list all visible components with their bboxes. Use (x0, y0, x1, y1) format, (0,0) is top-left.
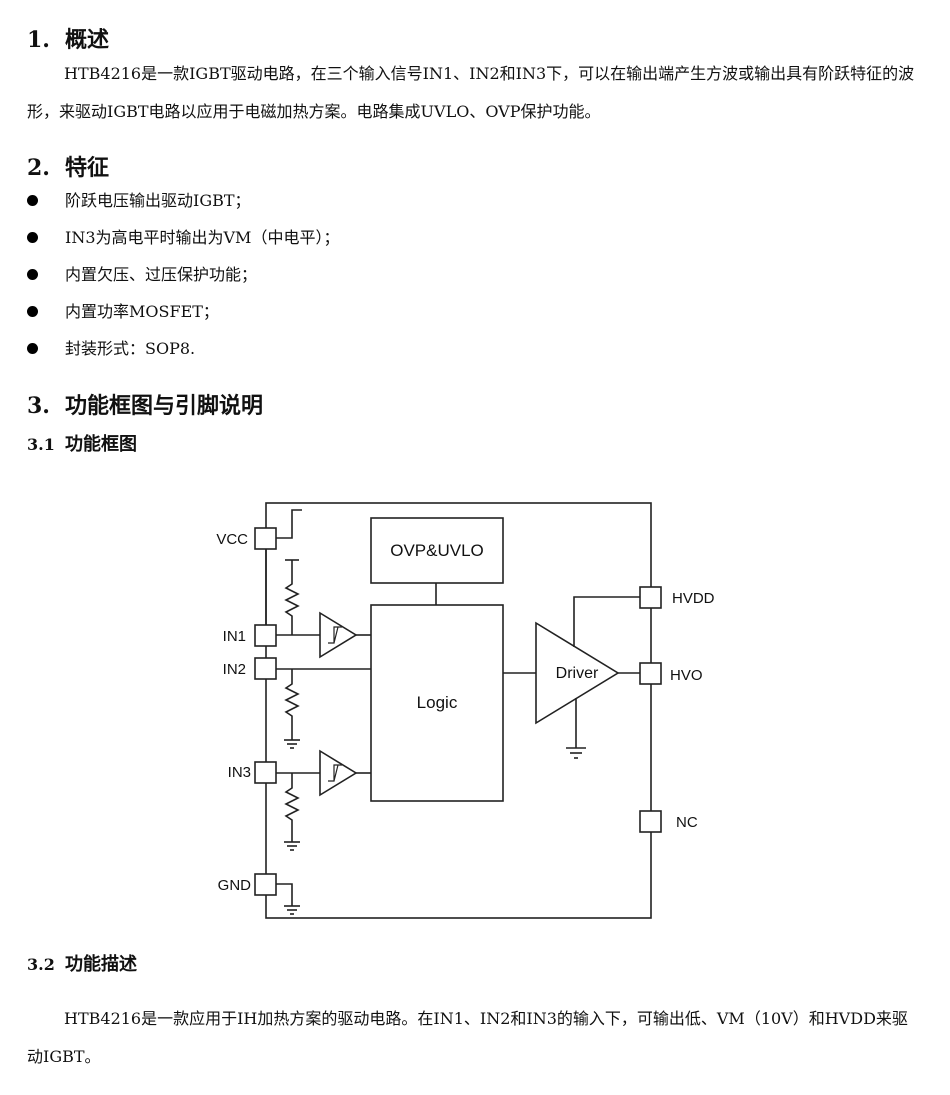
list-item-text: 内置欠压、过压保护功能； (65, 265, 258, 284)
list-item: 阶跃电压输出驱动IGBT； (27, 186, 339, 223)
section-number: 3.2 (27, 955, 55, 974)
pin-nc (639, 810, 662, 833)
chip-outline (265, 502, 652, 919)
bullet-icon (27, 232, 38, 243)
pin-hvdd (639, 586, 662, 609)
section-3-2-heading: 3.2 功能描述 (27, 950, 137, 976)
logic-block (370, 604, 504, 802)
buffer-in1 (319, 611, 358, 659)
pin-gnd (254, 873, 277, 896)
overview-paragraph: HTB4216是一款IGBT驱动电路，在三个输入信号IN1、IN2和IN3下，可… (27, 64, 915, 121)
bullet-icon (27, 269, 38, 280)
bullet-icon (27, 343, 38, 354)
list-item: 内置欠压、过压保护功能； (27, 260, 339, 297)
features-list: 阶跃电压输出驱动IGBT； IN3为高电平时输出为VM（中电平）； 内置欠压、过… (27, 186, 339, 371)
pin-label-in2: IN2 (223, 661, 246, 678)
list-item: 内置功率MOSFET； (27, 297, 339, 334)
section-title: 功能框图 (65, 434, 137, 455)
pin-in3 (254, 761, 277, 784)
section-2-heading: 2. 特征 (27, 150, 109, 182)
pin-vcc (254, 527, 277, 550)
pin-label-vcc: VCC (216, 531, 248, 548)
list-item-text: 内置功率MOSFET； (65, 302, 219, 321)
pin-label-hvdd: HVDD (672, 590, 715, 607)
buffer-in3 (319, 749, 358, 797)
section-title: 概述 (65, 27, 110, 53)
section-3-1-heading: 3.1 功能框图 (27, 430, 137, 456)
section-title: 功能描述 (65, 954, 137, 975)
section-number: 3.1 (27, 435, 55, 454)
list-item: IN3为高电平时输出为VM（中电平）； (27, 223, 339, 260)
list-item: 封装形式：SOP8. (27, 334, 339, 371)
pin-hvo (639, 662, 662, 685)
section-title: 功能框图与引脚说明 (65, 393, 264, 419)
driver-label: Driver (556, 665, 599, 682)
section-number: 3. (27, 393, 50, 419)
section-3-heading: 3. 功能框图与引脚说明 (27, 388, 263, 420)
list-item-text: IN3为高电平时输出为VM（中电平）； (65, 228, 340, 247)
pin-label-in3: IN3 (228, 764, 251, 781)
list-item-text: 封装形式：SOP8. (65, 339, 196, 358)
driver-block (535, 621, 620, 725)
logic-label: Logic (417, 693, 458, 712)
pin-in1 (254, 624, 277, 647)
function-description-paragraph: HTB4216是一款应用于IH加热方案的驱动电路。在IN1、IN2和IN3的输入… (27, 1009, 908, 1066)
pin-label-in1: IN1 (223, 628, 246, 645)
ovp-uvlo-block (370, 517, 504, 584)
section-number: 2. (27, 155, 50, 181)
bullet-icon (27, 306, 38, 317)
ovp-uvlo-label: OVP&UVLO (390, 541, 484, 560)
list-item-text: 阶跃电压输出驱动IGBT； (65, 191, 251, 210)
section-number: 1. (27, 27, 50, 53)
section-title: 特征 (65, 155, 110, 181)
pin-in2 (254, 657, 277, 680)
bullet-icon (27, 195, 38, 206)
pin-label-gnd: GND (218, 877, 252, 894)
section-1-heading: 1. 概述 (27, 22, 109, 54)
pin-label-nc: NC (676, 814, 698, 831)
pin-label-hvo: HVO (670, 667, 703, 684)
